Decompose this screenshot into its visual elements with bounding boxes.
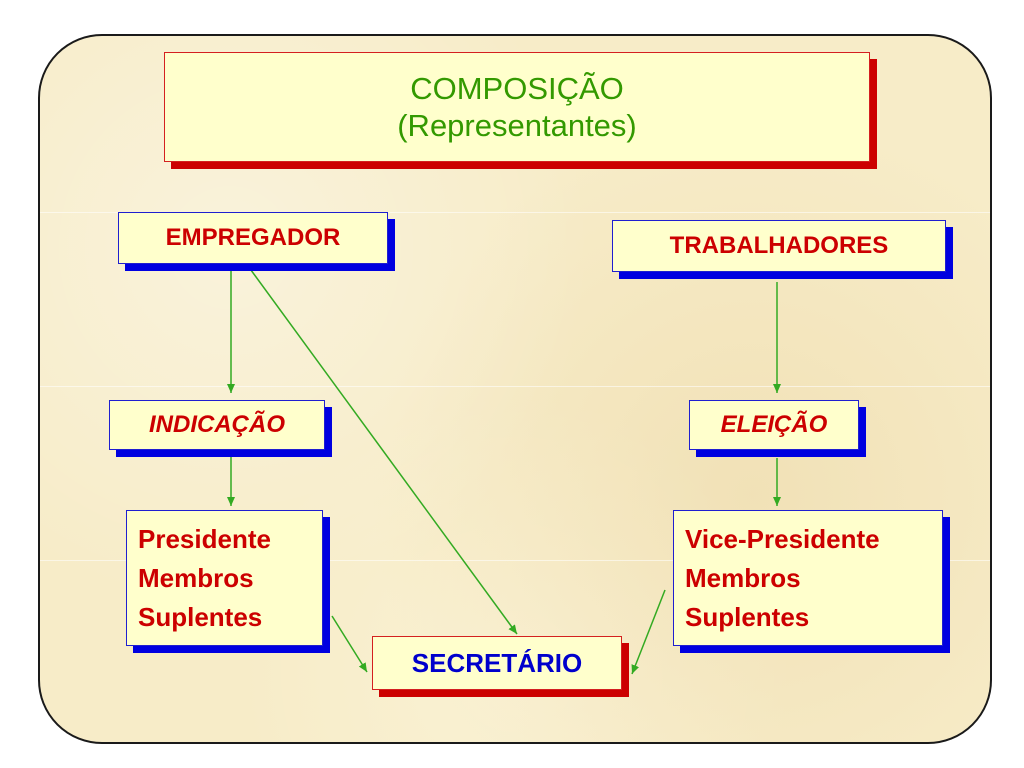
indicacao-box: INDICAÇÃO bbox=[109, 400, 325, 450]
secretario-label: SECRETÁRIO bbox=[411, 647, 583, 678]
presidente-group-line: Suplentes bbox=[138, 601, 263, 632]
eleicao-box: ELEIÇÃO bbox=[689, 400, 859, 450]
title-line-2: (Representantes) bbox=[397, 108, 637, 143]
vice-group-line: Membros bbox=[685, 562, 801, 593]
vice-group-line: Vice-Presidente bbox=[685, 523, 880, 554]
presidente-group-line: Presidente bbox=[138, 523, 271, 554]
background-band bbox=[40, 560, 990, 561]
arrow-presidente-to-secretario bbox=[331, 615, 368, 673]
title-line-1: COMPOSIÇÃO bbox=[410, 71, 624, 106]
eleicao-label: ELEIÇÃO bbox=[720, 411, 828, 438]
empregador-label: EMPREGADOR bbox=[165, 224, 341, 251]
indicacao-label: INDICAÇÃO bbox=[149, 411, 285, 438]
trabalhadores-label: TRABALHADORES bbox=[669, 232, 889, 259]
background-band bbox=[40, 386, 990, 387]
secretario-box: SECRETÁRIO bbox=[372, 636, 622, 690]
title-box: COMPOSIÇÃO (Representantes) bbox=[164, 52, 870, 162]
arrow-empregador-to-secretario bbox=[247, 265, 518, 635]
vice-group-line: Suplentes bbox=[685, 601, 810, 632]
presidente-group-line: Membros bbox=[138, 562, 254, 593]
background-band bbox=[40, 212, 990, 213]
vice-group-box: Vice-Presidente Membros Suplentes bbox=[673, 510, 943, 646]
trabalhadores-box: TRABALHADORES bbox=[612, 220, 946, 272]
presidente-group-box: Presidente Membros Suplentes bbox=[126, 510, 323, 646]
arrow-vice-to-secretario bbox=[631, 589, 666, 675]
empregador-box: EMPREGADOR bbox=[118, 212, 388, 264]
